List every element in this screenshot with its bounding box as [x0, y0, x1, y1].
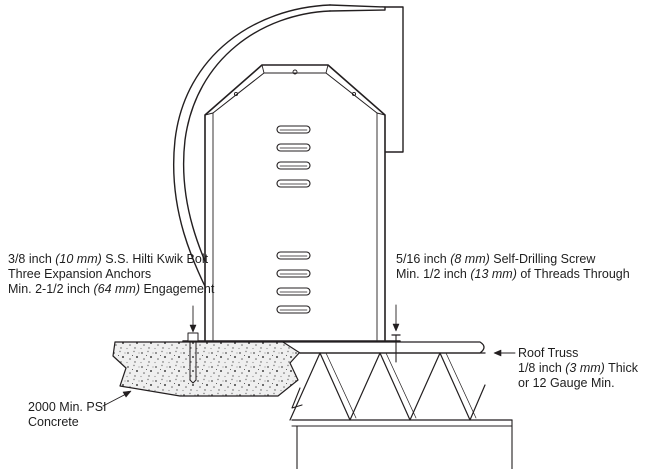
- lower-louvers: [276, 251, 311, 314]
- concrete-leader: [102, 390, 132, 407]
- roof-truss-label: Roof Truss 1/8 inch (3 mm) Thick or 12 G…: [518, 346, 638, 390]
- anchor-bolt: [187, 305, 199, 384]
- screw-label: 5/16 inch (8 mm) Self-Drilling Screw Min…: [396, 252, 630, 281]
- conduit-cable: [172, 4, 404, 331]
- self-drilling-screw: [391, 304, 401, 363]
- anchor-bolt-label: 3/8 inch (10 mm) S.S. Hilti Kwik Bolt Th…: [8, 252, 215, 296]
- enclosure-body: [204, 64, 386, 341]
- concrete-slab: [112, 341, 303, 409]
- roof-truss: [282, 341, 513, 470]
- concrete-label: 2000 Min. PSI Concrete: [28, 400, 107, 429]
- truss-leader: [493, 349, 516, 357]
- upper-louvers: [276, 125, 311, 188]
